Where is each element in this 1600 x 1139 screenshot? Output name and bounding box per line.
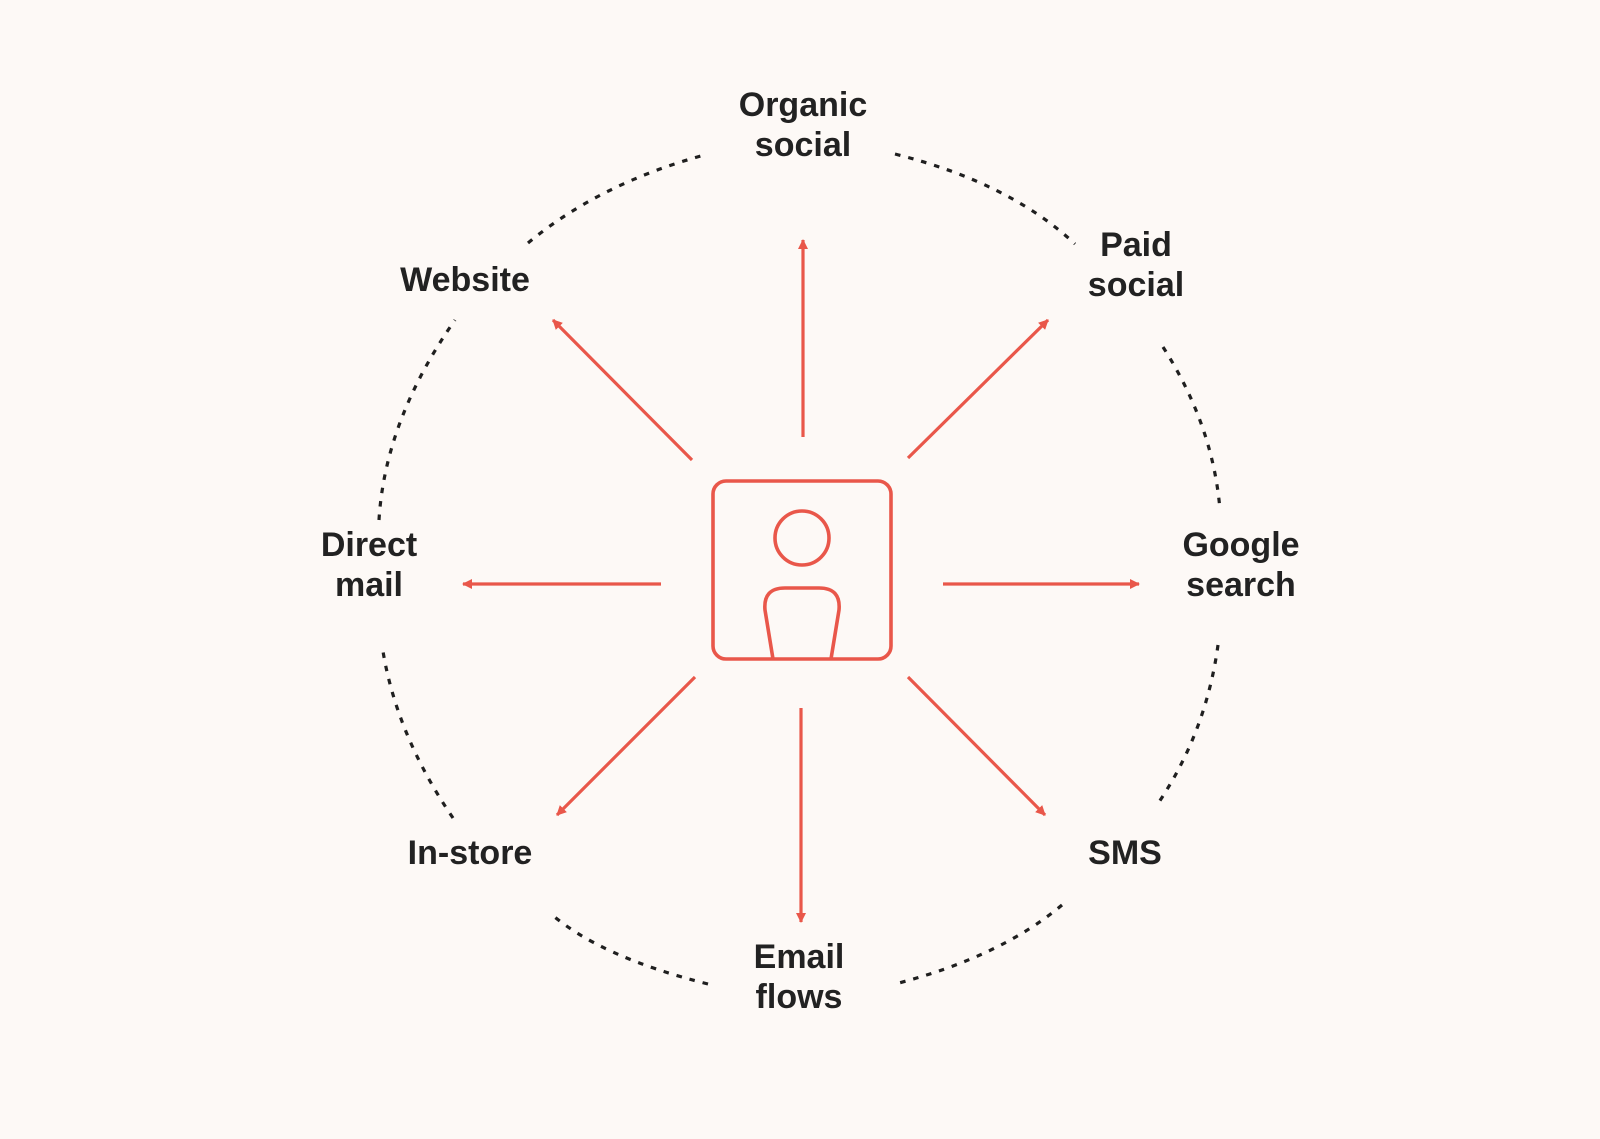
- channel-label-line: search: [1186, 566, 1296, 604]
- arrow-to-paid-social: [906, 318, 1050, 460]
- channel-label-line: SMS: [1088, 834, 1162, 872]
- ring-arc-sms-to-email: [894, 903, 1064, 986]
- ring-arc-email-to-instore: [548, 911, 709, 986]
- arrow-to-sms: [906, 675, 1047, 817]
- channel-label-line: Direct: [321, 526, 417, 564]
- arrow-to-in-store: [555, 675, 697, 817]
- channel-label-line: mail: [335, 566, 403, 604]
- person-head: [773, 509, 831, 567]
- channel-label-website: Website: [400, 261, 530, 299]
- channel-label-line: In-store: [408, 834, 533, 872]
- person-icon: [711, 479, 893, 661]
- arrow-to-website: [551, 318, 694, 462]
- channel-label-line: flows: [756, 978, 843, 1016]
- ring-arc-paid-to-google: [1161, 346, 1222, 511]
- ring-arc-direct-to-website: [377, 319, 457, 521]
- ring-arc-google-to-sms: [1155, 644, 1220, 806]
- ring-arc-organic-to-paid: [894, 152, 1077, 246]
- channel-label-line: social: [1088, 266, 1184, 304]
- person-frame: [711, 479, 893, 661]
- dashed-ring: [377, 152, 1222, 986]
- arrows: [462, 239, 1140, 923]
- channel-label-line: Google: [1182, 526, 1299, 564]
- channel-label-line: Paid: [1100, 226, 1172, 264]
- channel-label-line: social: [755, 126, 851, 164]
- person-body: [763, 586, 841, 660]
- channel-label-line: Organic: [739, 86, 867, 124]
- channel-label-sms: SMS: [1088, 834, 1162, 872]
- channel-label-line: Website: [400, 261, 530, 299]
- channel-label-in-store: In-store: [408, 834, 533, 872]
- ring-arc-website-to-organic: [526, 152, 709, 245]
- channel-label-line: Email: [754, 938, 845, 976]
- ring-arc-instore-to-direct: [380, 644, 455, 819]
